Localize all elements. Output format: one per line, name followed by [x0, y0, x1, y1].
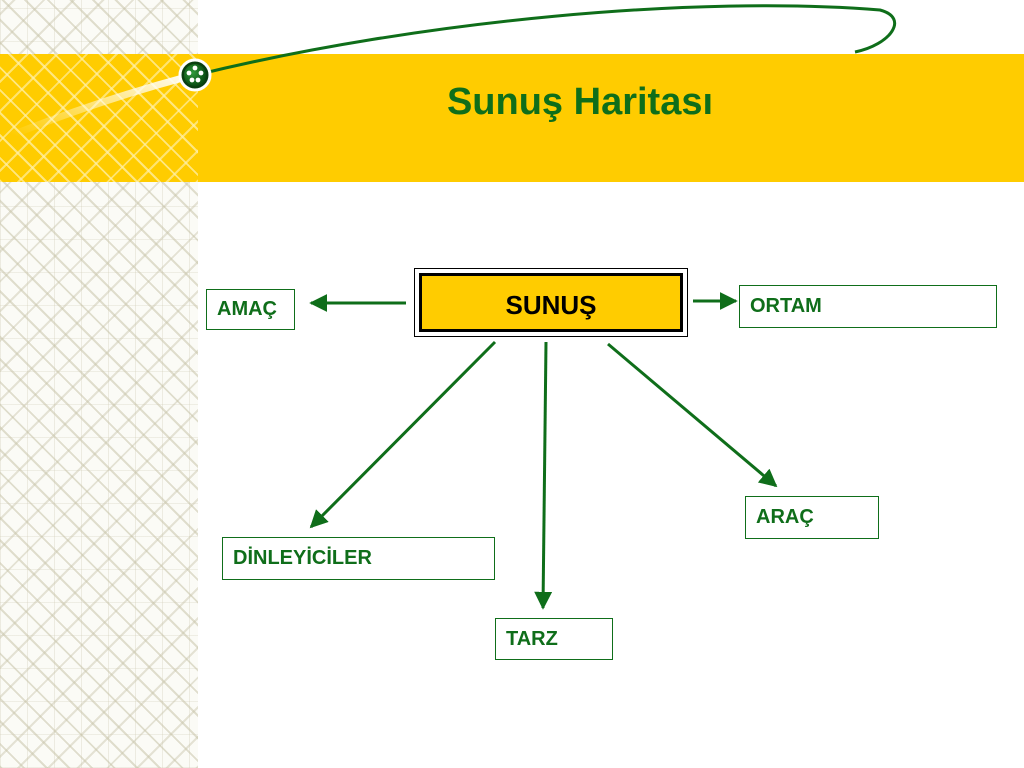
node-amac: AMAÇ — [206, 289, 295, 330]
center-node-fill: SUNUŞ — [419, 273, 683, 332]
node-dinleyiciler: DİNLEYİCİLER — [222, 537, 495, 580]
orbit-arc — [195, 4, 897, 77]
arrow-to-dinleyiciler — [309, 340, 497, 529]
arrow-to-arac — [607, 342, 778, 488]
title-band-pattern — [0, 54, 198, 182]
arrow-to-tarz — [534, 341, 553, 610]
center-node-label: SUNUŞ — [505, 290, 597, 320]
orbit-tail — [8, 72, 194, 139]
node-tarz: TARZ — [495, 618, 613, 660]
orb-icon — [178, 58, 212, 92]
center-node-sunus: SUNUŞ — [414, 268, 688, 337]
node-ortam: ORTAM — [739, 285, 997, 328]
slide-title: Sunuş Haritası — [446, 81, 714, 123]
node-arac: ARAÇ — [745, 496, 879, 539]
